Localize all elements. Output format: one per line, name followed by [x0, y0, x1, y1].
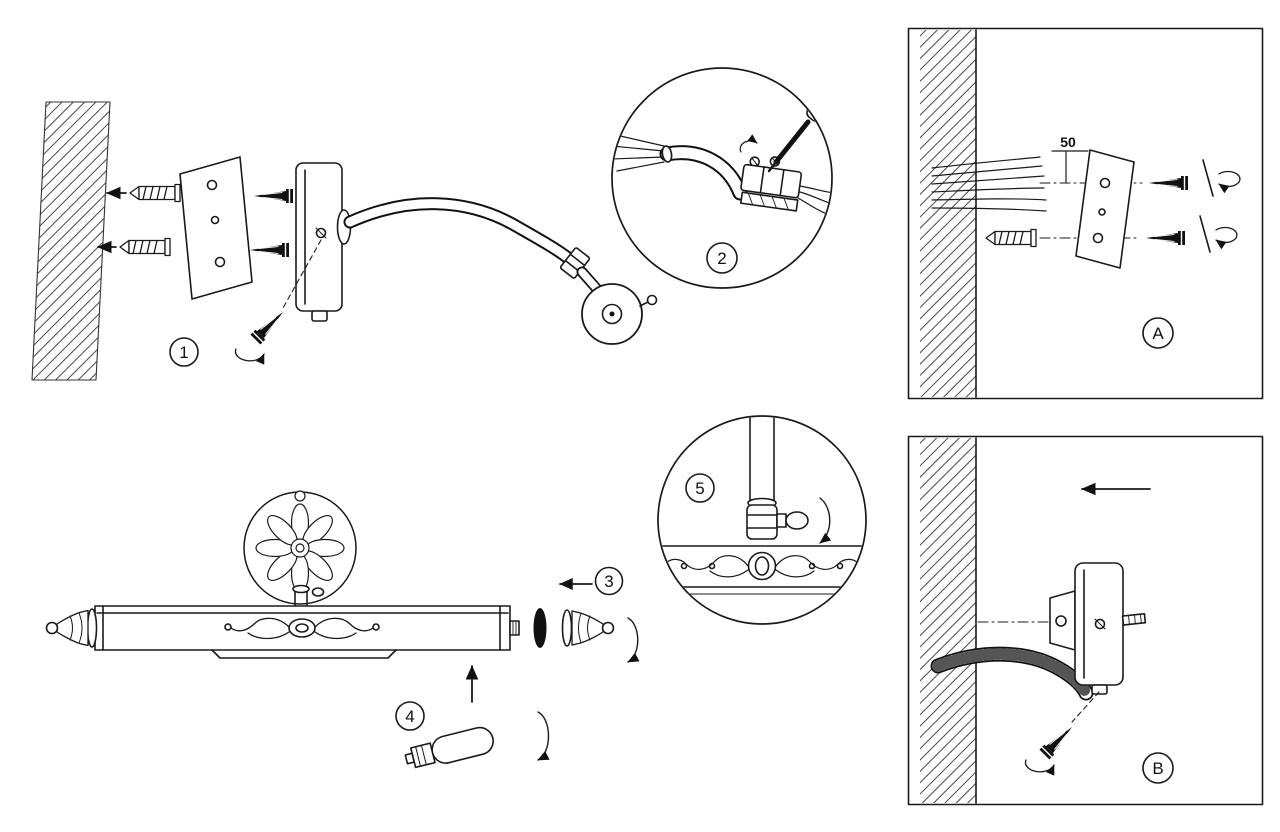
mounting-screw-bottom — [249, 242, 290, 258]
detail-b-badge: B — [1142, 752, 1174, 784]
wall-plug — [985, 228, 1037, 248]
threaded-stud — [1121, 612, 1147, 626]
step1-wall-mounting: 1 — [31, 101, 658, 381]
wall-section — [31, 101, 111, 381]
rotate-arrow — [819, 497, 832, 544]
mounting-screw-top — [253, 188, 294, 204]
bracket-hole — [214, 256, 226, 268]
step4-badge: 4 — [395, 701, 425, 731]
mounting-bracket — [1075, 149, 1135, 269]
locking-knob — [785, 511, 809, 530]
step2-number: 2 — [717, 249, 726, 268]
bracket-hole — [206, 179, 218, 191]
arm-tube — [659, 145, 748, 201]
step34-lamp-body: 3 4 — [45, 490, 640, 769]
step5-swivel-detail: 5 — [657, 415, 867, 625]
ornament-detail-circle — [243, 490, 357, 605]
step2-wiring-detail: 2 — [611, 67, 833, 289]
detail-b-letter: B — [1152, 759, 1163, 778]
detail-a-panel: 50 A — [907, 27, 1264, 400]
end-cap — [533, 608, 547, 648]
rotate-arrow — [627, 617, 640, 663]
bracket-hole — [1092, 232, 1104, 244]
lamp-shade — [581, 283, 658, 345]
bulb — [404, 665, 550, 769]
shade-knob — [646, 294, 658, 306]
lamp-arm — [336, 197, 603, 295]
mains-wires — [931, 156, 1047, 212]
right-finial-detached — [561, 609, 640, 663]
bracket-edge — [1049, 590, 1076, 651]
wall-section — [920, 438, 976, 803]
backplate-fixing-screw — [234, 239, 322, 365]
switch-nub — [311, 310, 328, 322]
mounting-bracket — [179, 156, 253, 300]
dimension-50: 50 — [1051, 134, 1089, 184]
stem-knob — [311, 587, 325, 597]
detail-a-letter: A — [1152, 324, 1164, 343]
reflector-tray — [211, 649, 397, 659]
left-finial — [45, 608, 98, 648]
step5-number: 5 — [695, 479, 704, 498]
step4-number: 4 — [405, 707, 414, 726]
step2-badge: 2 — [706, 242, 738, 274]
step1-badge: 1 — [169, 337, 199, 367]
ornament-band — [659, 545, 865, 595]
supply-wires — [613, 134, 665, 172]
rotate-arrow — [537, 711, 550, 761]
step1-number: 1 — [179, 343, 188, 362]
switch-nub — [1091, 684, 1108, 695]
bar-end-stud — [509, 620, 520, 636]
step3-badge: 3 — [559, 566, 624, 596]
detail-circle — [611, 67, 833, 289]
rotate-arrow — [234, 348, 265, 365]
backplate — [1074, 562, 1124, 695]
outgoing-wires — [797, 185, 831, 220]
step5-badge: 5 — [685, 473, 715, 503]
wall-plug-top — [106, 183, 181, 203]
lamp-backplate — [295, 162, 343, 322]
rotate-arrow — [1024, 759, 1055, 776]
bulb-glass — [431, 726, 494, 764]
detail-b-panel: B — [907, 435, 1264, 806]
bracket-hole — [1099, 177, 1111, 189]
wall-plug-bottom — [97, 237, 171, 257]
fixing-screw — [1024, 691, 1100, 776]
dimension-label: 50 — [1060, 134, 1076, 150]
bulb-base — [409, 742, 436, 769]
rotate-arrow — [739, 134, 758, 153]
bracket-hole — [1098, 208, 1106, 216]
detail-a-badge: A — [1142, 317, 1174, 349]
bracket-hole — [1055, 615, 1067, 627]
bracket-hole — [210, 215, 220, 225]
bar-ornament — [224, 617, 380, 640]
step3-number: 3 — [604, 572, 613, 591]
rosette — [255, 490, 345, 593]
swivel-joint — [746, 504, 809, 540]
wall-section — [920, 30, 976, 397]
swivel-stem — [292, 584, 325, 607]
